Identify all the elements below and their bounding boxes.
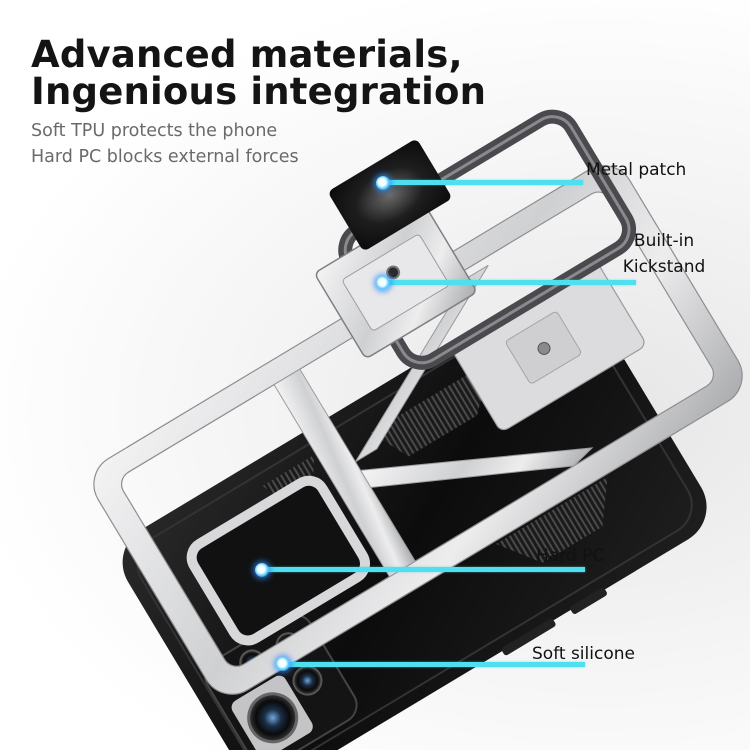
callout-dot-kickstand: [376, 276, 390, 290]
callout-dot-soft-silicone: [276, 657, 290, 671]
callout-dot-hard-pc: [255, 563, 269, 577]
hard-pc-frame: [93, 165, 743, 695]
callout-line-kickstand: [383, 280, 636, 285]
subheadline: Soft TPU protects the phone Hard PC bloc…: [31, 118, 299, 170]
callout-line-hard-pc: [262, 567, 585, 572]
callout-dot-metal-patch: [376, 176, 390, 190]
callout-line-metal-patch: [383, 180, 583, 185]
subheadline-line-2: Hard PC blocks external forces: [31, 147, 299, 167]
subheadline-line-1: Soft TPU protects the phone: [31, 121, 278, 141]
metal-patch: [329, 140, 451, 250]
label-hard-pc: Hard PC: [536, 546, 605, 566]
label-kickstand: Built-in Kickstand: [622, 231, 706, 277]
label-metal-patch: Metal patch: [586, 160, 687, 180]
callout-line-soft-silicone: [283, 662, 585, 667]
label-soft-silicone: Soft silicone: [532, 644, 635, 664]
headline-line-2: Ingenious integration: [31, 70, 487, 113]
headline: Advanced materials, Ingenious integratio…: [31, 36, 486, 110]
headline-line-1: Advanced materials,: [31, 33, 463, 76]
